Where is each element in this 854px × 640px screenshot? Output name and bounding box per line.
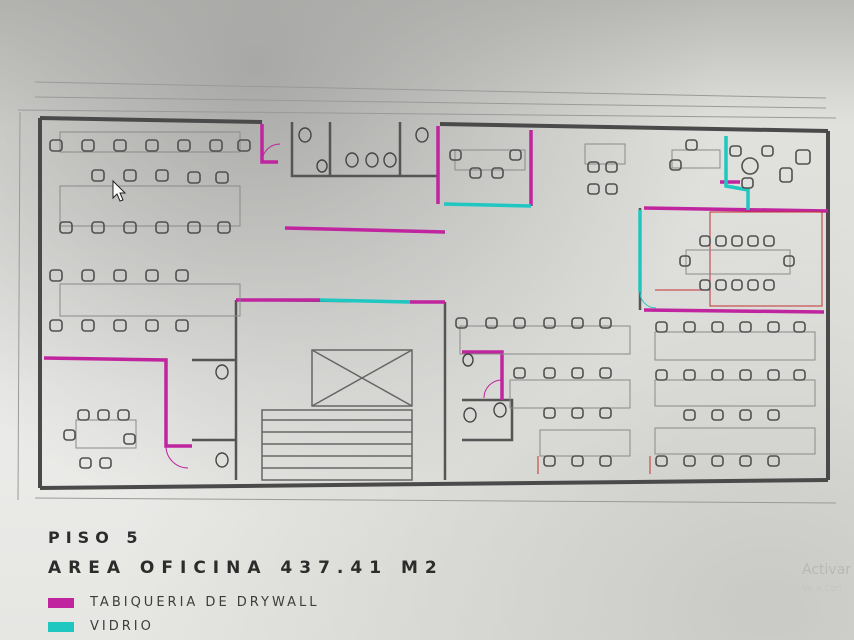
- legend-label-drywall: TABIQUERIA DE DRYWALL: [90, 595, 320, 610]
- floor-title: PISO 5: [48, 528, 144, 547]
- dimension-lines: [17, 81, 837, 504]
- door-swings: [165, 143, 503, 469]
- legend-label-glass: VIDRIO: [90, 619, 154, 634]
- drywall-swatch: [48, 597, 74, 608]
- exterior-walls: [38, 116, 830, 490]
- core-stairs-elevator: [261, 349, 413, 481]
- glass-swatch: [48, 621, 74, 632]
- legend-item-glass: VIDRIO: [48, 619, 154, 634]
- glass-partitions: [319, 136, 750, 304]
- legend-item-drywall: TABIQUERIA DE DRYWALL: [48, 595, 319, 610]
- mouse-cursor-icon: [112, 179, 127, 202]
- activation-watermark-sub: Ve a Con: [802, 584, 842, 594]
- drywall-partitions: [43, 124, 829, 448]
- red-layout-marks: [537, 211, 823, 474]
- restroom-fixtures: [215, 127, 507, 468]
- office-chairs: [49, 139, 811, 469]
- activation-watermark: Activar: [802, 562, 852, 578]
- area-title: AREA OFICINA 437.41 M2: [48, 558, 444, 578]
- door-swings-glass: [639, 291, 657, 309]
